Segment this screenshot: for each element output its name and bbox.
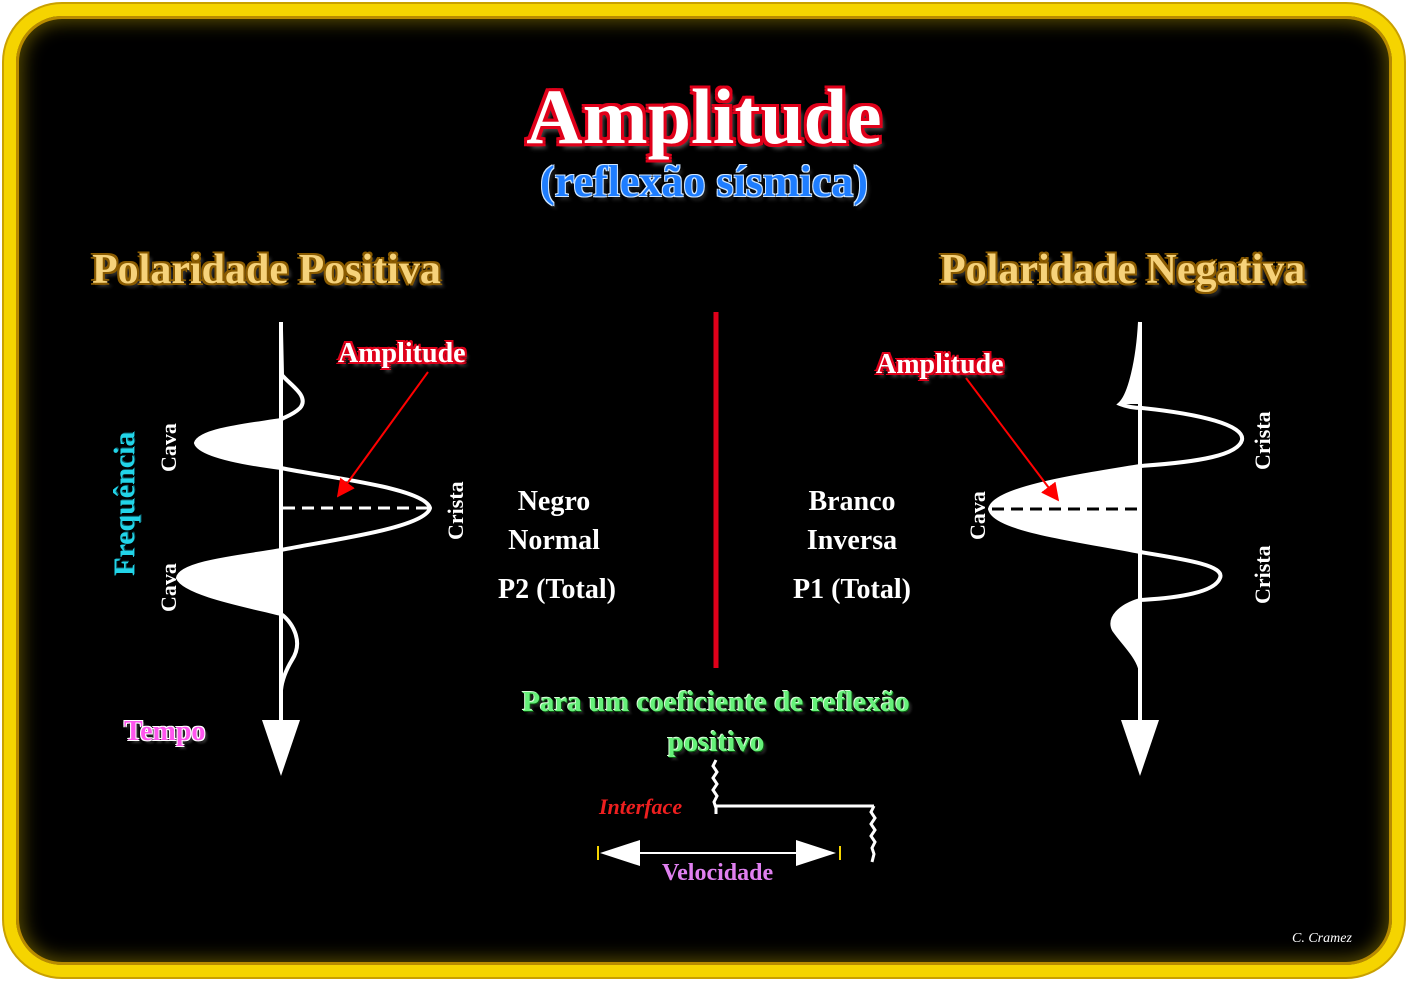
negative-label-cava: Cava — [965, 491, 990, 540]
left-col-line1: Negro — [517, 486, 591, 517]
right-wavy-boundary — [869, 805, 877, 863]
time-axis-label: Tempo — [124, 716, 206, 747]
positive-label-top-cava: Cava — [156, 423, 181, 472]
gold-frame — [4, 4, 1404, 977]
positive-polarity-heading: Polaridade Positiva — [92, 247, 441, 293]
negative-fill-middle — [990, 466, 1140, 552]
negative-label-bottom-crista: Crista — [1250, 545, 1275, 604]
velocity-arrowhead-right — [796, 840, 836, 866]
left-col-line3: P2 (Total) — [498, 574, 616, 605]
page-title: Amplitude — [526, 73, 882, 160]
reflection-coefficient-note: Para um coeficiente de reflexão positivo — [522, 686, 910, 758]
positive-label-bottom-cava: Cava — [156, 563, 181, 612]
negative-amplitude-label: Amplitude — [876, 349, 1004, 380]
left-col-line2: Normal — [508, 525, 600, 556]
positive-amplitude-label: Amplitude — [338, 338, 466, 369]
interface-label: Interface — [599, 794, 683, 819]
negative-fill-top — [1120, 322, 1140, 404]
right-col-line2: Inversa — [806, 525, 898, 556]
positive-wavelet — [175, 322, 433, 776]
negative-time-arrowhead — [1121, 720, 1159, 776]
author-credit: C. Cramez — [1292, 931, 1352, 946]
velocity-arrowhead-left — [600, 840, 640, 866]
page-subtitle: (reflexão sísmica) — [540, 157, 868, 206]
negative-fill-bottom — [1112, 600, 1140, 668]
negative-wavelet — [965, 321, 1245, 776]
left-wavy-boundary — [711, 759, 719, 814]
negative-polarity-heading: Polaridade Negativa — [940, 247, 1306, 293]
negative-label-top-crista: Crista — [1250, 411, 1275, 470]
interface-sketch — [597, 759, 877, 866]
positive-trace — [175, 329, 433, 691]
negative-amplitude-arrow — [965, 377, 1060, 502]
right-col-line1: Branco — [808, 486, 896, 517]
right-col-line3: P1 (Total) — [793, 574, 911, 605]
frequency-axis-label: Frequência — [108, 431, 141, 576]
velocity-label: Velocidade — [662, 860, 774, 886]
positive-time-arrowhead — [262, 720, 300, 776]
positive-fill-lower — [178, 550, 281, 614]
positive-amplitude-arrow — [336, 371, 429, 498]
